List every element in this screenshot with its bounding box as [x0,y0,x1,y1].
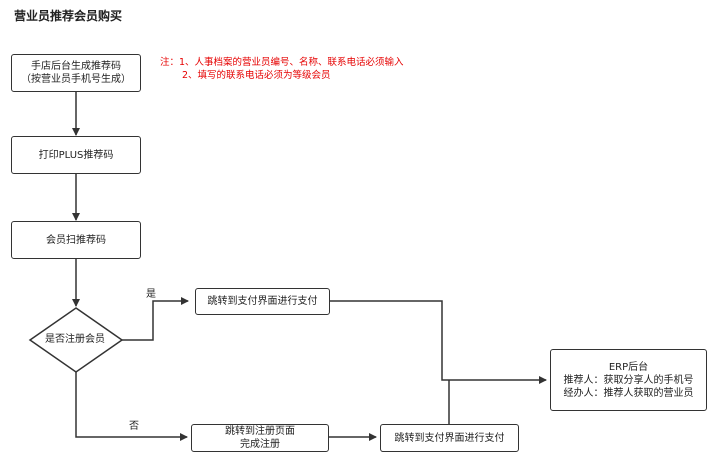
node-pay-yes-label: 跳转到支付界面进行支付 [207,296,318,307]
node-print-code-label: 打印PLUS推荐码 [38,149,114,161]
node-register-line-1: 跳转到注册页面 [225,426,295,437]
node-pay-after-register-label: 跳转到支付界面进行支付 [394,432,505,444]
diagram-title: 营业员推荐会员购买 [14,9,123,23]
node-erp-line-1: ERP后台 [608,361,649,373]
node-generate-code-line-1: 手店后台生成推荐码 [31,61,121,72]
node-erp-line-3: 经办人：推荐人获取的营业员 [563,387,694,399]
note-text: 注：1、人事档案的营业员编号、名称、联系电话必须输入 2、填写的联系电话必须为等… [160,56,404,82]
edge-no-label: 否 [129,421,139,432]
node-register-line-2: 完成注册 [240,439,280,450]
node-erp: ERP后台 推荐人：获取分享人的手机号 经办人：推荐人获取的营业员 [550,349,707,411]
node-generate-code: 手店后台生成推荐码 （按营业员手机号生成） [11,54,141,92]
decision-label: 是否注册会员 [45,334,105,345]
node-scan-code: 会员扫推荐码 [11,221,141,259]
node-register: 跳转到注册页面 完成注册 [191,424,329,452]
note-line-2: 2、填写的联系电话必须为等级会员 [182,70,331,81]
note-line-1: 注：1、人事档案的营业员编号、名称、联系电话必须输入 [160,57,404,68]
edge-yes-to-pay [122,297,189,341]
decision-diamond [28,307,124,373]
node-erp-line-2: 推荐人：获取分享人的手机号 [563,374,694,386]
edge-no-to-register [75,372,188,441]
edge-yes-label: 是 [146,289,156,300]
node-pay-after-register: 跳转到支付界面进行支付 [380,424,519,452]
node-pay-yes: 跳转到支付界面进行支付 [195,288,330,315]
node-print-code: 打印PLUS推荐码 [11,136,141,174]
node-scan-code-label: 会员扫推荐码 [46,234,106,246]
node-generate-code-line-2: （按营业员手机号生成） [21,74,131,85]
edge-pay-to-erp [330,300,547,384]
